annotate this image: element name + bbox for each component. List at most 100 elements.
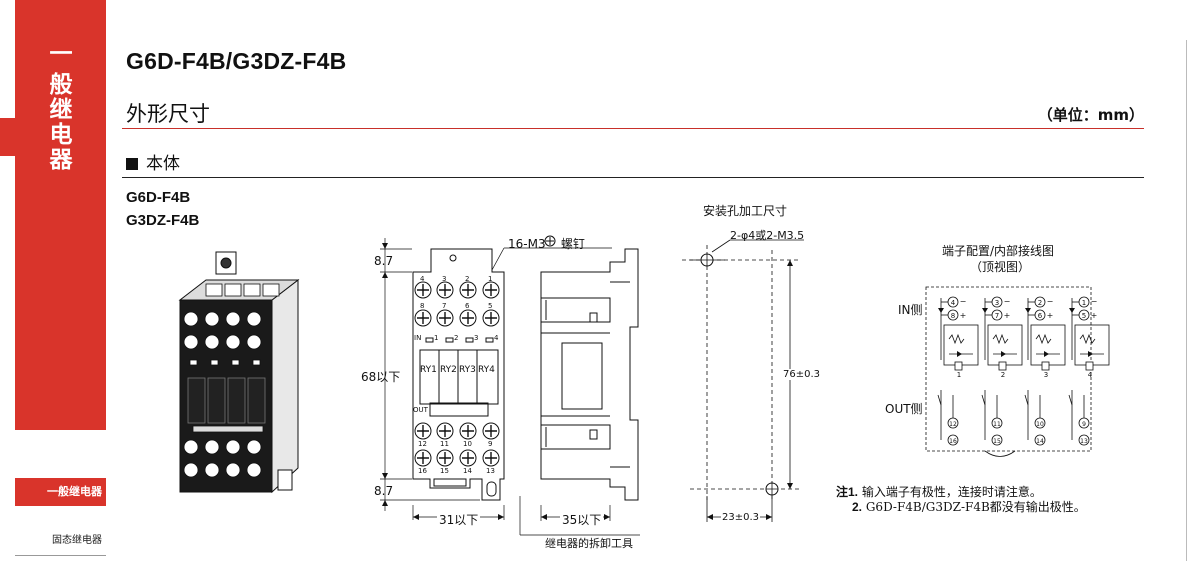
section-heading: 本体 <box>126 149 180 174</box>
dim-depth: 35以下 <box>560 511 604 528</box>
plus-sign: + <box>1047 311 1054 320</box>
relay-label: RY1 <box>420 365 437 375</box>
sidebar-banner <box>15 0 106 430</box>
contact-switch <box>1024 394 1029 406</box>
terminal-number: 11 <box>440 440 449 448</box>
section-rule <box>122 177 1144 178</box>
terminal-number: 9 <box>1082 421 1086 428</box>
resistor-icon <box>948 333 965 345</box>
dim-top: 8.7 <box>374 254 394 268</box>
plus-sign: + <box>960 311 967 320</box>
sidebar-title-char: 器 <box>49 147 73 173</box>
contact-switch <box>1068 394 1073 406</box>
dim-vertical: 76±0.3 <box>783 369 821 380</box>
in-side-label: IN侧 <box>898 303 923 317</box>
contact-switch <box>937 394 942 406</box>
terminal-number: 7 <box>995 312 999 320</box>
channel-number: 3 <box>1044 371 1048 379</box>
terminal-number: 12 <box>418 440 427 448</box>
diode-icon <box>938 308 944 313</box>
page-subtitle: 外形尺寸 <box>126 102 210 126</box>
terminal-number: 15 <box>440 467 449 475</box>
header-rule <box>122 128 1144 129</box>
terminal-number: 16 <box>949 438 957 445</box>
channel-number: 2 <box>1001 371 1005 379</box>
terminal-number: 1 <box>1082 299 1086 307</box>
resistor-icon <box>1035 333 1052 345</box>
terminal-number: 12 <box>949 421 957 428</box>
in-mark: 1 <box>434 334 439 342</box>
minus-sign: − <box>960 297 967 306</box>
terminal-number: 2 <box>1038 299 1042 307</box>
out-side-label: OUT侧 <box>885 402 923 416</box>
relay-label: RY4 <box>478 365 495 375</box>
dim-horizontal: 23±0.3 <box>721 512 761 523</box>
sidebar-title-char: 电 <box>49 122 73 148</box>
sidebar-item-general-relay[interactable]: 一般继电器 <box>15 478 106 506</box>
relay-coil <box>1041 361 1050 371</box>
channel-number: 4 <box>1088 371 1093 379</box>
terminal-circle <box>1078 434 1090 446</box>
terminal-circle <box>947 434 959 446</box>
terminal-number: 5 <box>488 302 493 310</box>
dim-bottom: 8.7 <box>374 484 394 498</box>
in-mark: 3 <box>474 334 479 342</box>
contact-switch <box>981 394 986 406</box>
minus-sign: − <box>1091 297 1098 306</box>
in-mark: 4 <box>494 334 499 342</box>
channel-number: 1 <box>957 371 961 379</box>
terminal-number: 13 <box>486 467 495 475</box>
terminal-number: 9 <box>488 440 493 448</box>
terminal-number: 1 <box>488 275 493 283</box>
note-1: 注1. 输入端子有极性，连接时请注意。 <box>836 485 1042 499</box>
terminal-number: 10 <box>1036 421 1044 428</box>
note-2: 2. G6D-F4B/G3DZ-F4B都没有输出极性。 <box>852 500 1086 514</box>
terminal-number: 3 <box>995 299 999 307</box>
terminal-number: 11 <box>993 421 1001 428</box>
terminal-number: 2 <box>465 275 470 283</box>
model-name: G6D-F4B <box>126 189 191 206</box>
diode-icon <box>1069 308 1075 313</box>
sidebar-tab-marker <box>0 118 15 156</box>
terminal-number: 8 <box>420 302 425 310</box>
terminal-number: 8 <box>951 312 955 320</box>
dim-height: 68以下 <box>361 370 401 384</box>
in-label: IN <box>414 334 422 342</box>
relay-coil <box>1085 361 1094 371</box>
relay-coil <box>954 361 963 371</box>
terminal-circle <box>1034 434 1046 446</box>
sidebar-title-char: 般 <box>49 72 73 98</box>
in-mark: 2 <box>454 334 459 342</box>
hole-label: 2-φ4或2-M3.5 <box>730 229 805 242</box>
front-terminal-screws <box>414 281 500 467</box>
diode-icon <box>1025 308 1031 313</box>
wiring-subtitle: （顶视图） <box>970 260 1031 274</box>
sidebar-divider <box>15 555 106 556</box>
terminal-number: 6 <box>1038 312 1043 320</box>
resistor-icon <box>992 333 1009 345</box>
sidebar-item-solid-state-relay[interactable]: 固态继电器 <box>52 535 102 546</box>
terminal-number: 14 <box>1036 438 1044 445</box>
terminal-number: 3 <box>442 275 447 283</box>
terminal-number: 13 <box>1080 438 1088 445</box>
terminal-number: 10 <box>463 440 472 448</box>
diode-icon <box>982 308 988 313</box>
terminal-number: 5 <box>1082 312 1086 320</box>
page-title: G6D-F4B/G3DZ-F4B <box>126 48 347 74</box>
terminal-number: 15 <box>993 438 1001 445</box>
relay-label: RY3 <box>459 365 476 375</box>
minus-sign: − <box>1047 297 1054 306</box>
section-label: 本体 <box>146 154 180 174</box>
relay-coil <box>998 361 1007 371</box>
terminal-number: 4 <box>420 275 425 283</box>
terminal-number: 14 <box>463 467 472 475</box>
plus-sign: + <box>1004 311 1011 320</box>
model-name: G3DZ-F4B <box>126 212 200 229</box>
sidebar-title-char: 一 <box>49 41 73 67</box>
screw-label: 16-M3 螺钉 <box>508 237 585 251</box>
square-bullet-icon <box>126 158 138 170</box>
